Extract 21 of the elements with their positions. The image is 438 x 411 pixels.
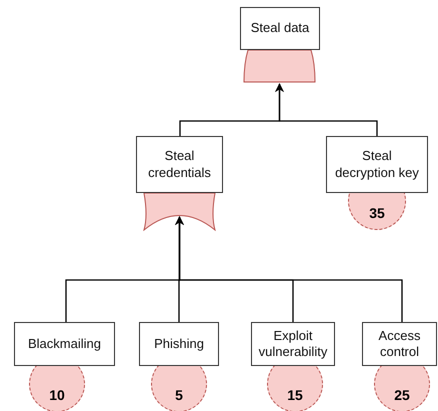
event-label: Steal decryption key [334,148,420,181]
connector-arrow [175,216,403,322]
event-box [14,322,115,366]
event-label: Exploit vulnerability [258,328,328,360]
event-box [362,322,437,366]
event-box [240,7,320,50]
score-value: 35 [369,206,385,220]
event-box [251,322,335,366]
score-value: 5 [175,388,183,402]
event-box [136,136,223,193]
event-label: Access control [378,328,422,360]
event-box [326,136,428,193]
event-label: Steal credentials [147,148,212,181]
score-value: 25 [394,388,410,402]
event-box [139,322,219,366]
event-label: Steal data [250,20,310,37]
score-value: 10 [49,388,65,402]
score-value: 15 [287,388,303,402]
event-label: Phishing [154,336,204,352]
event-label: Blackmailing [28,336,101,352]
connector-arrow [275,83,378,136]
